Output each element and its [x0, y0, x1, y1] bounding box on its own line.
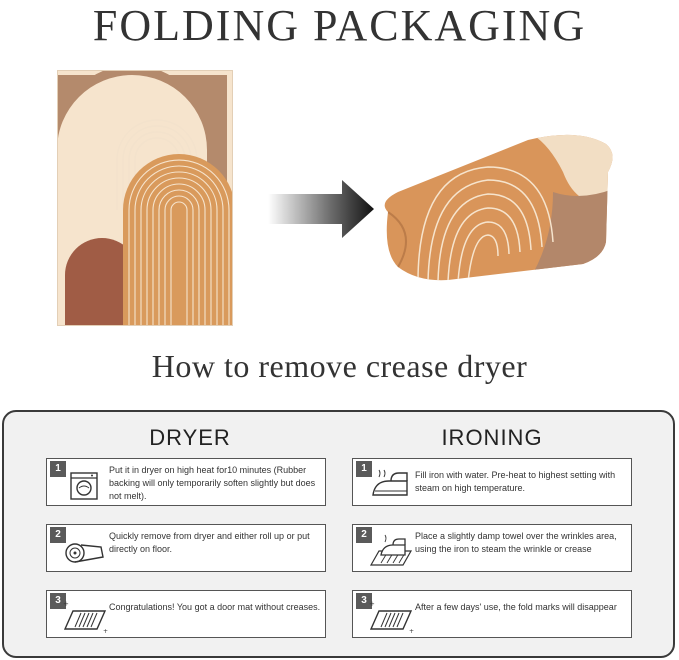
- svg-text:+: +: [63, 600, 69, 608]
- dryer-step-2: 2 Quickly remove from dryer and either r…: [46, 524, 326, 572]
- ironing-step-3: 3 + + After a few days' use, the fold ma…: [352, 590, 632, 638]
- svg-text:+: +: [409, 628, 414, 633]
- dryer-heading: DRYER: [149, 425, 231, 450]
- step-text: Place a slightly damp towel over the wri…: [415, 531, 617, 554]
- iron-on-towel-icon: [369, 534, 413, 566]
- step-text: Fill iron with water. Pre-heat to highes…: [415, 470, 616, 493]
- flat-mat-icon: + +: [369, 600, 414, 633]
- right-arrow-icon: [268, 180, 374, 238]
- washing-machine-icon: [70, 472, 98, 500]
- section-subtitle: How to remove crease dryer: [151, 348, 528, 384]
- step-number: 3: [356, 593, 372, 609]
- step-text: Quickly remove from dryer and either rol…: [109, 531, 310, 554]
- svg-text:+: +: [103, 628, 108, 633]
- dryer-step-3: 3 + + Congratulations! You got a door ma…: [46, 590, 326, 638]
- ironing-step-1: 1 Fill iron with water. Pre-heat to high…: [352, 458, 632, 506]
- rolled-mat-icon: [65, 543, 104, 563]
- dryer-step-1: 1 Put it in dryer on high heat for10 min…: [46, 458, 326, 506]
- step-text: After a few days' use, the fold marks wi…: [415, 602, 617, 612]
- step-text: Put it in dryer on high heat for10 minut…: [109, 465, 316, 501]
- step-number: 1: [50, 461, 66, 477]
- flat-rug-image: [57, 70, 233, 326]
- page-title: FOLDING PACKAGING: [92, 1, 587, 50]
- ironing-heading: IRONING: [441, 425, 543, 450]
- step-number: 1: [356, 461, 372, 477]
- ironing-step-2: 2 Place a slightly damp towel over the w…: [352, 524, 632, 572]
- flat-mat-icon: + +: [63, 600, 108, 633]
- step-number: 2: [356, 527, 372, 543]
- folded-rug-image: [384, 134, 613, 281]
- step-text: Congratulations! You got a door mat with…: [109, 602, 321, 612]
- step-number: 2: [50, 527, 66, 543]
- step-number: 3: [50, 593, 66, 609]
- svg-text:+: +: [369, 600, 375, 608]
- steam-iron-icon: [372, 469, 408, 496]
